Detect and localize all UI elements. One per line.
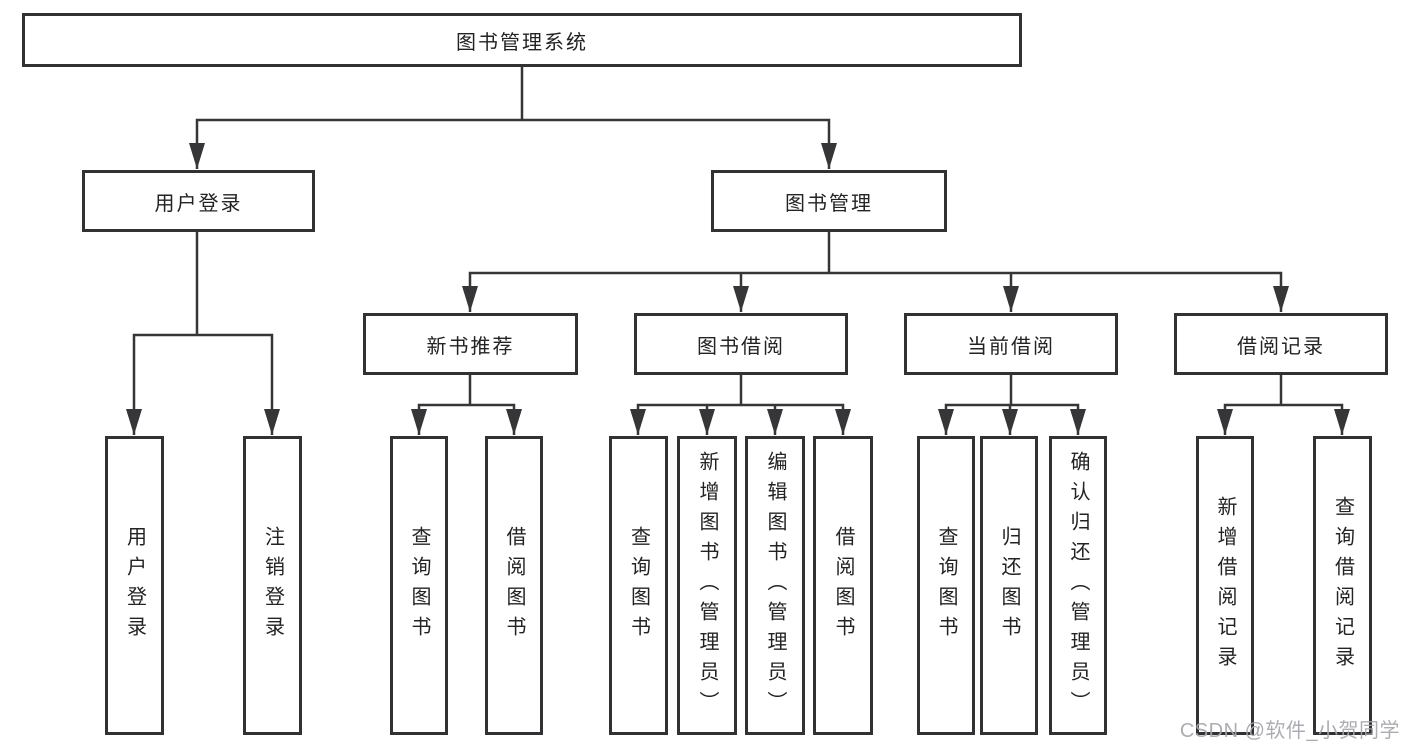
leaf-edit-books-admin: 编辑图书（管理员） (745, 436, 805, 735)
arrow-icons (126, 143, 1350, 435)
arrow-down-icon (264, 409, 280, 435)
node-label: 当前借阅 (967, 335, 1055, 358)
leaf-label: 借阅图书 (832, 525, 854, 646)
arrow-down-icon (411, 409, 427, 435)
arrow-down-icon (506, 409, 522, 435)
node-label: 用户登录 (154, 192, 243, 215)
leaf-label: 注销登录 (261, 525, 284, 646)
leaf-query-books-borrowing: 查询图书 (609, 436, 668, 735)
arrow-down-icon (189, 143, 205, 169)
leaf-label: 查询借阅记录 (1331, 495, 1354, 676)
arrow-down-icon (835, 409, 851, 435)
node-user-login-branch: 用户登录 (82, 170, 315, 232)
arrow-down-icon (1003, 286, 1019, 312)
leaf-label: 借阅图书 (503, 525, 525, 646)
node-book-borrowing: 图书借阅 (634, 313, 848, 375)
arrow-down-icon (699, 409, 715, 435)
node-current-borrowing: 当前借阅 (904, 313, 1118, 375)
leaf-user-login: 用户登录 (105, 436, 164, 735)
arrow-down-icon (821, 143, 837, 169)
node-root-system: 图书管理系统 (22, 13, 1022, 67)
arrow-down-icon (1273, 286, 1289, 312)
leaf-borrow-books-recommend: 借阅图书 (485, 436, 543, 735)
node-new-book-recommend: 新书推荐 (363, 313, 578, 375)
leaf-add-books-admin: 新增图书（管理员） (677, 436, 737, 735)
connector-paths (132, 67, 1344, 435)
leaf-label: 确认归还（管理员） (1067, 450, 1089, 721)
leaf-label: 新增借阅记录 (1214, 495, 1236, 676)
leaf-return-books: 归还图书 (980, 436, 1038, 735)
arrow-down-icon (126, 409, 142, 435)
leaf-borrow-books-borrowing: 借阅图书 (813, 436, 873, 735)
leaf-label: 编辑图书（管理员） (764, 450, 786, 721)
node-label: 图书管理系统 (456, 31, 588, 54)
arrow-down-icon (1217, 409, 1233, 435)
leaf-add-borrow-record: 新增借阅记录 (1196, 436, 1254, 735)
node-book-management-branch: 图书管理 (711, 170, 947, 232)
arrow-down-icon (462, 286, 478, 312)
leaf-confirm-return-admin: 确认归还（管理员） (1049, 436, 1107, 735)
leaf-query-books-recommend: 查询图书 (390, 436, 448, 735)
leaf-query-borrow-record: 查询借阅记录 (1313, 436, 1372, 735)
arrow-down-icon (733, 286, 749, 312)
node-borrowing-records: 借阅记录 (1174, 313, 1388, 375)
node-label: 借阅记录 (1237, 335, 1325, 358)
node-label: 新书推荐 (426, 335, 515, 358)
leaf-label: 新增图书（管理员） (696, 450, 718, 721)
arrow-down-icon (1002, 409, 1018, 435)
arrow-down-icon (767, 409, 783, 435)
node-label: 图书管理 (785, 192, 873, 215)
leaf-label: 查询图书 (935, 525, 957, 646)
leaf-query-books-current: 查询图书 (917, 436, 975, 735)
leaf-logout: 注销登录 (243, 436, 302, 735)
leaf-label: 查询图书 (627, 525, 650, 646)
csdn-watermark: CSDN @软件_小贺同学 (1179, 720, 1400, 742)
arrow-down-icon (1334, 409, 1350, 435)
leaf-label: 查询图书 (408, 525, 430, 646)
leaf-label: 归还图书 (998, 525, 1020, 646)
leaf-label: 用户登录 (123, 525, 146, 646)
node-label: 图书借阅 (697, 335, 785, 358)
arrow-down-icon (1070, 409, 1086, 435)
arrow-down-icon (938, 409, 954, 435)
arrow-down-icon (630, 409, 646, 435)
